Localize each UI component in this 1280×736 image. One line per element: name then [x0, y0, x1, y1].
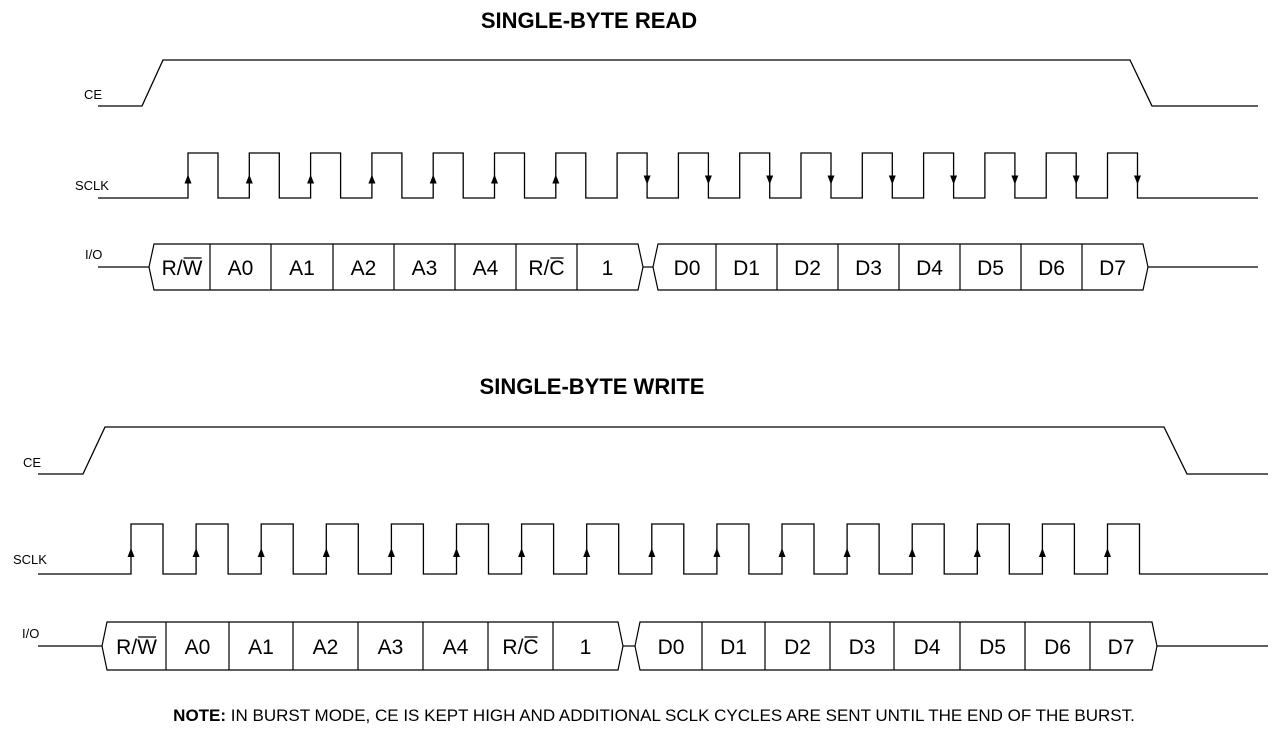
sclk-edge-arrow-icon [127, 548, 135, 557]
sclk-edge-arrow-icon [184, 174, 192, 184]
sclk-edge-arrow-icon [643, 175, 651, 185]
write-sclk-waveform [38, 523, 1268, 575]
sclk-edge-arrow-icon [257, 548, 265, 557]
sclk-edge-arrow-icon [583, 548, 591, 557]
sclk-edge-arrow-icon [368, 174, 376, 184]
sclk-edge-arrow-icon [307, 174, 315, 184]
sclk-edge-arrow-icon [713, 548, 721, 557]
command-byte-frame [148, 243, 644, 291]
command-bit-label: 1 [602, 257, 614, 280]
read-sclk-label: SCLK [75, 178, 109, 193]
sclk-edge-arrow-icon [1011, 175, 1019, 185]
command-bit-label: A3 [412, 257, 438, 280]
command-bit-label: A0 [185, 636, 211, 659]
sclk-edge-arrow-icon [245, 174, 253, 184]
sclk-edge-arrow-icon [192, 548, 200, 557]
command-bit-label: 1 [580, 636, 592, 659]
data-bit-label: D5 [979, 636, 1006, 659]
data-bit-label: D6 [1044, 636, 1071, 659]
write-title: SINGLE-BYTE WRITE [480, 374, 705, 399]
command-byte-frame [101, 621, 624, 671]
data-bit-label: D0 [658, 636, 685, 659]
data-bit-label: D4 [914, 636, 941, 659]
write-ce-waveform [38, 426, 1268, 475]
sclk-edge-arrow-icon [552, 174, 560, 184]
data-bit-label: D1 [733, 257, 760, 280]
data-bit-label: D3 [855, 257, 882, 280]
sclk-edge-arrow-icon [453, 548, 460, 557]
read-ce-label: CE [84, 87, 102, 102]
data-bit-label: D1 [720, 636, 747, 659]
data-bit-label: D2 [784, 636, 811, 659]
read-sclk-arrows [184, 174, 1141, 185]
note-text: IN BURST MODE, CE IS KEPT HIGH AND ADDIT… [226, 706, 1135, 725]
data-bit-label: D7 [1108, 636, 1135, 659]
sclk-edge-arrow-icon [888, 175, 896, 185]
read-ce-waveform [98, 59, 1258, 107]
read-sclk-waveform [98, 152, 1258, 199]
write-sclk-arrows [127, 548, 1111, 557]
sclk-edge-arrow-icon [843, 548, 851, 557]
sclk-edge-arrow-icon [973, 548, 981, 557]
read-io-bus: R/W A0 A1 A2 A3 A4 R/C 1 D0 D1 D2 D3 D4 D5 D6 D7 [98, 243, 1258, 291]
sclk-edge-arrow-icon [1038, 548, 1046, 557]
command-bit-label: A2 [351, 257, 377, 280]
write-io-label: I/O [22, 626, 39, 641]
sclk-edge-arrow-icon [491, 174, 498, 184]
read-section: SINGLE-BYTE READ CE SCLK I/O R/W A0 A1 A2 A3… [75, 8, 1258, 291]
command-bit-label: R/C [502, 636, 538, 659]
data-bit-label: D3 [849, 636, 876, 659]
data-bit-label: D6 [1038, 257, 1065, 280]
data-bit-label: D4 [916, 257, 943, 280]
data-bit-label: D7 [1099, 257, 1126, 280]
command-bit-label: R/W [116, 636, 157, 659]
sclk-edge-arrow-icon [908, 548, 916, 557]
read-io-label: I/O [85, 247, 102, 262]
data-bit-label: D5 [977, 257, 1004, 280]
sclk-edge-arrow-icon [704, 175, 712, 185]
sclk-edge-arrow-icon [648, 548, 656, 557]
data-byte-frame [634, 621, 1158, 671]
sclk-edge-arrow-icon [1104, 548, 1111, 557]
command-bit-label: A3 [378, 636, 404, 659]
sclk-edge-arrow-icon [387, 548, 395, 557]
command-bit-label: R/W [162, 257, 203, 280]
sclk-edge-arrow-icon [766, 175, 774, 185]
command-bit-label: A2 [313, 636, 339, 659]
sclk-edge-arrow-icon [322, 548, 330, 557]
command-bit-label: A4 [473, 257, 499, 280]
sclk-edge-arrow-icon [1134, 175, 1141, 185]
write-sclk-label: SCLK [13, 552, 47, 567]
data-bit-label: D2 [794, 257, 821, 280]
sclk-edge-arrow-icon [827, 175, 835, 185]
sclk-edge-arrow-icon [429, 174, 437, 184]
read-title: SINGLE-BYTE READ [481, 8, 697, 33]
write-ce-label: CE [23, 455, 41, 470]
sclk-edge-arrow-icon [778, 548, 786, 557]
write-io-bus: R/W A0 A1 A2 A3 A4 R/C 1 D0 D1 D2 D3 D4 D5 D6 D7 [38, 621, 1268, 671]
note-label: NOTE: [173, 706, 226, 725]
command-bit-label: R/C [528, 257, 564, 280]
command-bit-label: A0 [228, 257, 254, 280]
command-bit-label: A4 [443, 636, 469, 659]
data-bit-label: D0 [674, 257, 701, 280]
command-bit-label: A1 [248, 636, 274, 659]
sclk-edge-arrow-icon [950, 175, 958, 185]
sclk-edge-arrow-icon [518, 548, 526, 557]
command-bit-label: A1 [289, 257, 315, 280]
write-section: SINGLE-BYTE WRITE CE SCLK I/O R/W A0 A1 A2 A… [13, 374, 1268, 671]
burst-mode-note: NOTE: IN BURST MODE, CE IS KEPT HIGH AND… [173, 706, 1135, 725]
data-byte-frame [652, 243, 1149, 291]
sclk-edge-arrow-icon [1072, 175, 1080, 185]
